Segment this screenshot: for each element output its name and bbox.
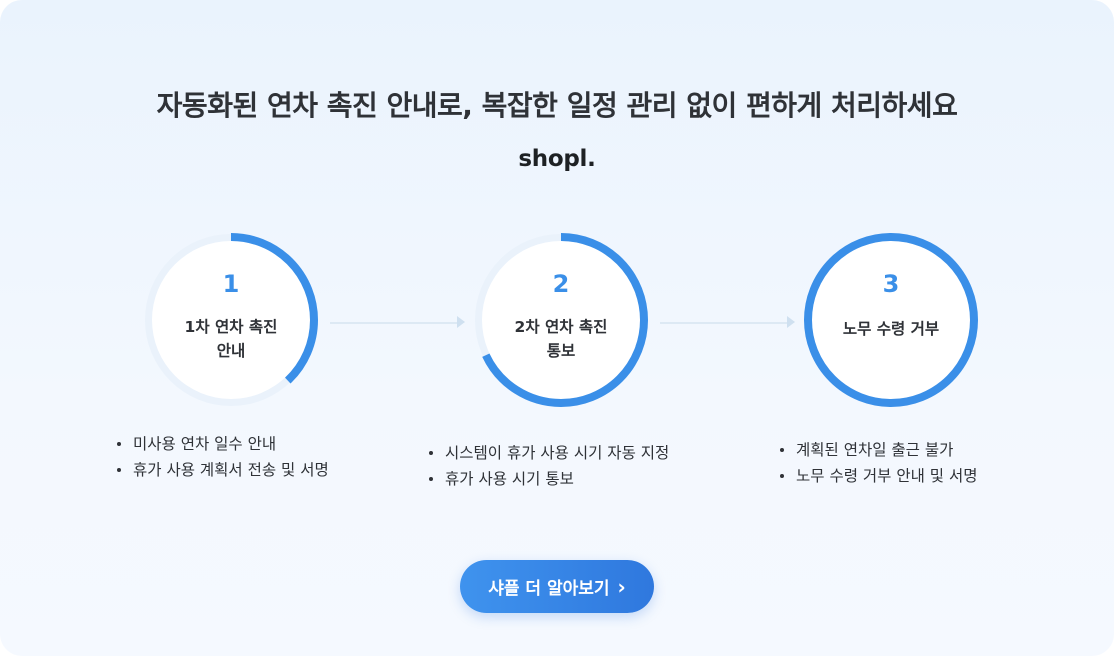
step-2-bullets: 시스템이 휴가 사용 시기 자동 지정 휴가 사용 시기 통보 — [427, 440, 669, 492]
step-3-label: 노무 수령 거부 — [842, 320, 940, 338]
connector-1-2 — [330, 322, 458, 324]
step-3-progress-ring — [804, 233, 978, 407]
step-1-bullets: 미사용 연차 일수 안내 휴가 사용 계획서 전송 및 서명 — [115, 431, 329, 483]
connector-2-3 — [660, 322, 788, 324]
chevron-right-icon: › — [617, 574, 626, 599]
learn-more-label: 샤플 더 알아보기 — [488, 579, 610, 599]
step-1-label: 1차 연차 촉진 안내 — [184, 318, 278, 360]
step-1-progress-ring — [144, 233, 318, 407]
arrow-right-icon — [787, 316, 795, 328]
list-item: 노무 수령 거부 안내 및 서명 — [778, 463, 978, 489]
step-2-number: 2 — [552, 270, 570, 298]
step-2: 2 2차 연차 촉진 통보 — [466, 225, 656, 415]
list-item: 계획된 연차일 출근 불가 — [778, 437, 978, 463]
step-2-label: 2차 연차 촉진 통보 — [514, 318, 608, 360]
step-3-number: 3 — [882, 270, 900, 298]
step-1: 1 1차 연차 촉진 안내 — [136, 225, 326, 415]
list-item: 휴가 사용 시기 통보 — [427, 466, 669, 492]
headline: 자동화된 연차 촉진 안내로, 복잡한 일정 관리 없이 편하게 처리하세요 — [156, 89, 958, 122]
arrow-right-icon — [457, 316, 465, 328]
step-3: 3 노무 수령 거부 — [796, 225, 986, 415]
step-3-bullets: 계획된 연차일 출근 불가 노무 수령 거부 안내 및 서명 — [778, 437, 978, 489]
step-1-number: 1 — [222, 270, 240, 298]
list-item: 휴가 사용 계획서 전송 및 서명 — [115, 457, 329, 483]
shopl-logo: shopl. — [518, 146, 596, 172]
learn-more-button[interactable]: 샤플 더 알아보기 › — [460, 560, 654, 613]
step-2-progress-ring — [474, 233, 648, 407]
list-item: 미사용 연차 일수 안내 — [115, 431, 329, 457]
list-item: 시스템이 휴가 사용 시기 자동 지정 — [427, 440, 669, 466]
